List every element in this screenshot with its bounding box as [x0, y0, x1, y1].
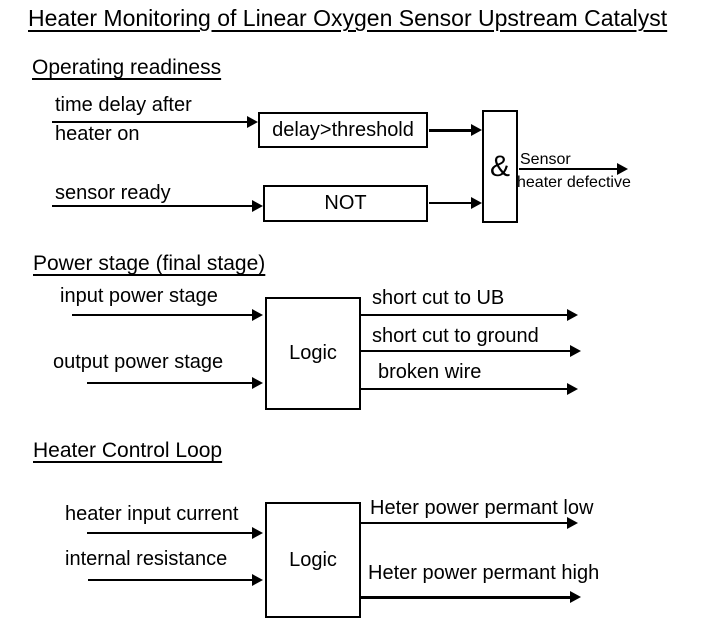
- arrowhead-right-icon: [567, 517, 578, 529]
- logic-box-power-stage: Logic: [265, 297, 361, 410]
- arrow-sensor-ready-to-not-box: [52, 200, 263, 212]
- and-gate-box: &: [482, 110, 518, 223]
- section-heading-power-stage: Power stage (final stage): [33, 252, 266, 275]
- input-label-output-power-stage: output power stage: [53, 351, 224, 373]
- output-label-sensor-heater-defective-line1: Sensor: [520, 151, 571, 168]
- input-label-heater-input-current: heater input current: [65, 503, 239, 525]
- logic-box-heater-loop-label: Logic: [289, 548, 337, 571]
- input-label-time-delay-line1: time delay after: [55, 94, 192, 116]
- arrow-input-power-stage-to-logic: [72, 309, 263, 321]
- arrow-shaft: [87, 382, 252, 384]
- arrow-shaft: [429, 128, 471, 132]
- arrow-shaft: [361, 314, 567, 316]
- output-label-short-cut-to-ub: short cut to UB: [372, 287, 505, 309]
- arrow-output-power-stage-to-logic: [87, 377, 263, 389]
- input-label-internal-resistance: internal resistance: [65, 548, 228, 570]
- arrowhead-right-icon: [247, 116, 258, 128]
- logic-box-heater-loop: Logic: [265, 502, 361, 618]
- arrow-output-broken-wire: [361, 383, 578, 395]
- arrow-shaft: [88, 579, 252, 581]
- input-label-sensor-ready: sensor ready: [55, 182, 171, 204]
- arrowhead-right-icon: [567, 383, 578, 395]
- output-label-heater-power-permanent-low: Heter power permant low: [370, 497, 594, 519]
- arrowhead-right-icon: [252, 527, 263, 539]
- delay-threshold-box: delay>threshold: [258, 112, 428, 148]
- page-title: Heater Monitoring of Linear Oxygen Senso…: [28, 5, 668, 31]
- arrow-output-short-cut-to-ground: [361, 345, 581, 357]
- logic-box-power-stage-label: Logic: [289, 342, 337, 364]
- arrow-not-box-to-and-gate: [429, 197, 482, 209]
- arrow-output-heater-power-high: [361, 591, 581, 603]
- arrowhead-right-icon: [471, 124, 482, 136]
- arrowhead-right-icon: [252, 309, 263, 321]
- not-box: NOT: [263, 185, 428, 222]
- arrow-and-gate-output: [519, 163, 628, 175]
- arrow-output-short-cut-to-ub: [361, 309, 578, 321]
- arrow-shaft: [429, 202, 471, 204]
- arrow-shaft: [361, 350, 570, 352]
- arrow-shaft: [52, 121, 247, 123]
- delay-threshold-box-label: delay>threshold: [272, 118, 414, 141]
- arrowhead-right-icon: [252, 377, 263, 389]
- input-label-time-delay-line2: heater on: [55, 123, 140, 145]
- arrow-delay-box-to-and-gate: [429, 124, 482, 136]
- arrowhead-right-icon: [471, 197, 482, 209]
- arrow-time-delay-to-delay-box: [52, 116, 258, 128]
- arrow-shaft: [361, 595, 570, 599]
- output-label-heater-power-permanent-high: Heter power permant high: [368, 562, 600, 584]
- output-label-broken-wire: broken wire: [378, 361, 482, 383]
- arrow-output-heater-power-low: [361, 517, 578, 529]
- and-gate-label: &: [489, 149, 510, 183]
- arrowhead-right-icon: [252, 574, 263, 586]
- output-label-short-cut-to-ground: short cut to ground: [372, 325, 539, 347]
- arrow-shaft: [519, 168, 617, 170]
- arrow-heater-input-current-to-logic: [87, 527, 263, 539]
- output-label-sensor-heater-defective-line2: heater defective: [517, 174, 631, 191]
- arrowhead-right-icon: [617, 163, 628, 175]
- arrowhead-right-icon: [570, 345, 581, 357]
- arrowhead-right-icon: [567, 309, 578, 321]
- section-heading-operating-readiness: Operating readiness: [32, 56, 222, 79]
- arrow-shaft: [361, 388, 567, 390]
- arrow-shaft: [361, 522, 567, 524]
- arrow-shaft: [87, 532, 252, 534]
- input-label-input-power-stage: input power stage: [60, 285, 218, 307]
- arrow-shaft: [72, 314, 252, 316]
- arrow-shaft: [52, 205, 252, 207]
- arrowhead-right-icon: [252, 200, 263, 212]
- arrowhead-right-icon: [570, 591, 581, 603]
- section-heading-heater-control-loop: Heater Control Loop: [33, 439, 223, 462]
- not-box-label: NOT: [324, 192, 367, 214]
- arrow-internal-resistance-to-logic: [88, 574, 263, 586]
